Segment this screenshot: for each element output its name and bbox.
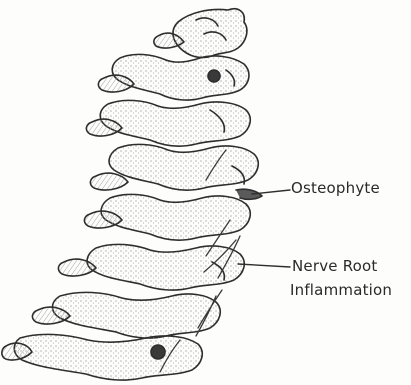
vertebra-c2 [98,54,249,100]
vertebra-c4 [90,144,258,190]
osteophyte-label: Osteophyte [291,181,380,196]
vertebra-c7 [32,292,220,338]
nerve-root-label-line1: Nerve Root [292,259,377,274]
vertebra-c5 [84,189,262,240]
vertebra-c3 [86,100,250,146]
vertebra-t1 [2,334,202,380]
nerve-root-label-line2: Inflammation [290,283,392,298]
nerve-root-leader-line [238,264,290,267]
vertebra-c6 [58,244,244,290]
vertebra-c1 [154,9,247,58]
